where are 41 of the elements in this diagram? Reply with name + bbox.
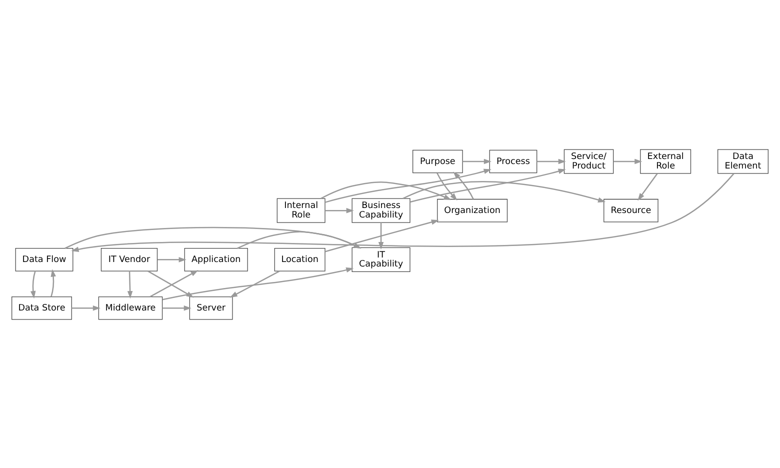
arrow: [230, 270, 280, 298]
node-box: Resource: [604, 198, 658, 222]
arrow: [50, 268, 56, 296]
node-box: Server: [189, 296, 233, 320]
arrow: [638, 172, 658, 200]
node-box: External Role: [640, 148, 692, 174]
arrow: [162, 266, 354, 300]
node-box: Data Element: [718, 148, 768, 174]
arrow: [453, 171, 474, 199]
arrow: [237, 230, 362, 248]
arrow: [30, 270, 36, 298]
arrow: [162, 305, 192, 310]
arrow: [436, 172, 458, 200]
arrow: [536, 158, 566, 164]
node-box: Application: [184, 248, 248, 271]
arrow: [72, 305, 100, 310]
node-box: IT Capability: [352, 246, 410, 272]
arrow: [127, 270, 133, 298]
arrow: [613, 158, 642, 164]
node-box: Location: [274, 248, 326, 271]
arrow: [71, 172, 734, 252]
node-box: Internal Role: [276, 198, 326, 222]
arrow: [410, 168, 566, 202]
arrow: [325, 207, 354, 213]
arrow: [462, 158, 492, 164]
arrow: [64, 226, 362, 248]
node-box: Process: [489, 149, 538, 173]
node-box: Service/ Product: [564, 148, 614, 174]
arrow: [402, 180, 606, 202]
arrow: [378, 222, 384, 250]
node-box: Purpose: [412, 149, 463, 173]
node-box: IT Vendor: [100, 248, 158, 271]
arrow: [325, 219, 439, 252]
arrow: [157, 256, 186, 262]
node-box: Organization: [437, 198, 508, 222]
arrow: [324, 168, 492, 202]
node-box: Middleware: [98, 296, 163, 320]
arrow: [320, 180, 452, 200]
node-box: Business Capability: [352, 198, 410, 222]
node-box: Data Store: [12, 296, 72, 320]
node-box: Data Flow: [15, 248, 74, 271]
